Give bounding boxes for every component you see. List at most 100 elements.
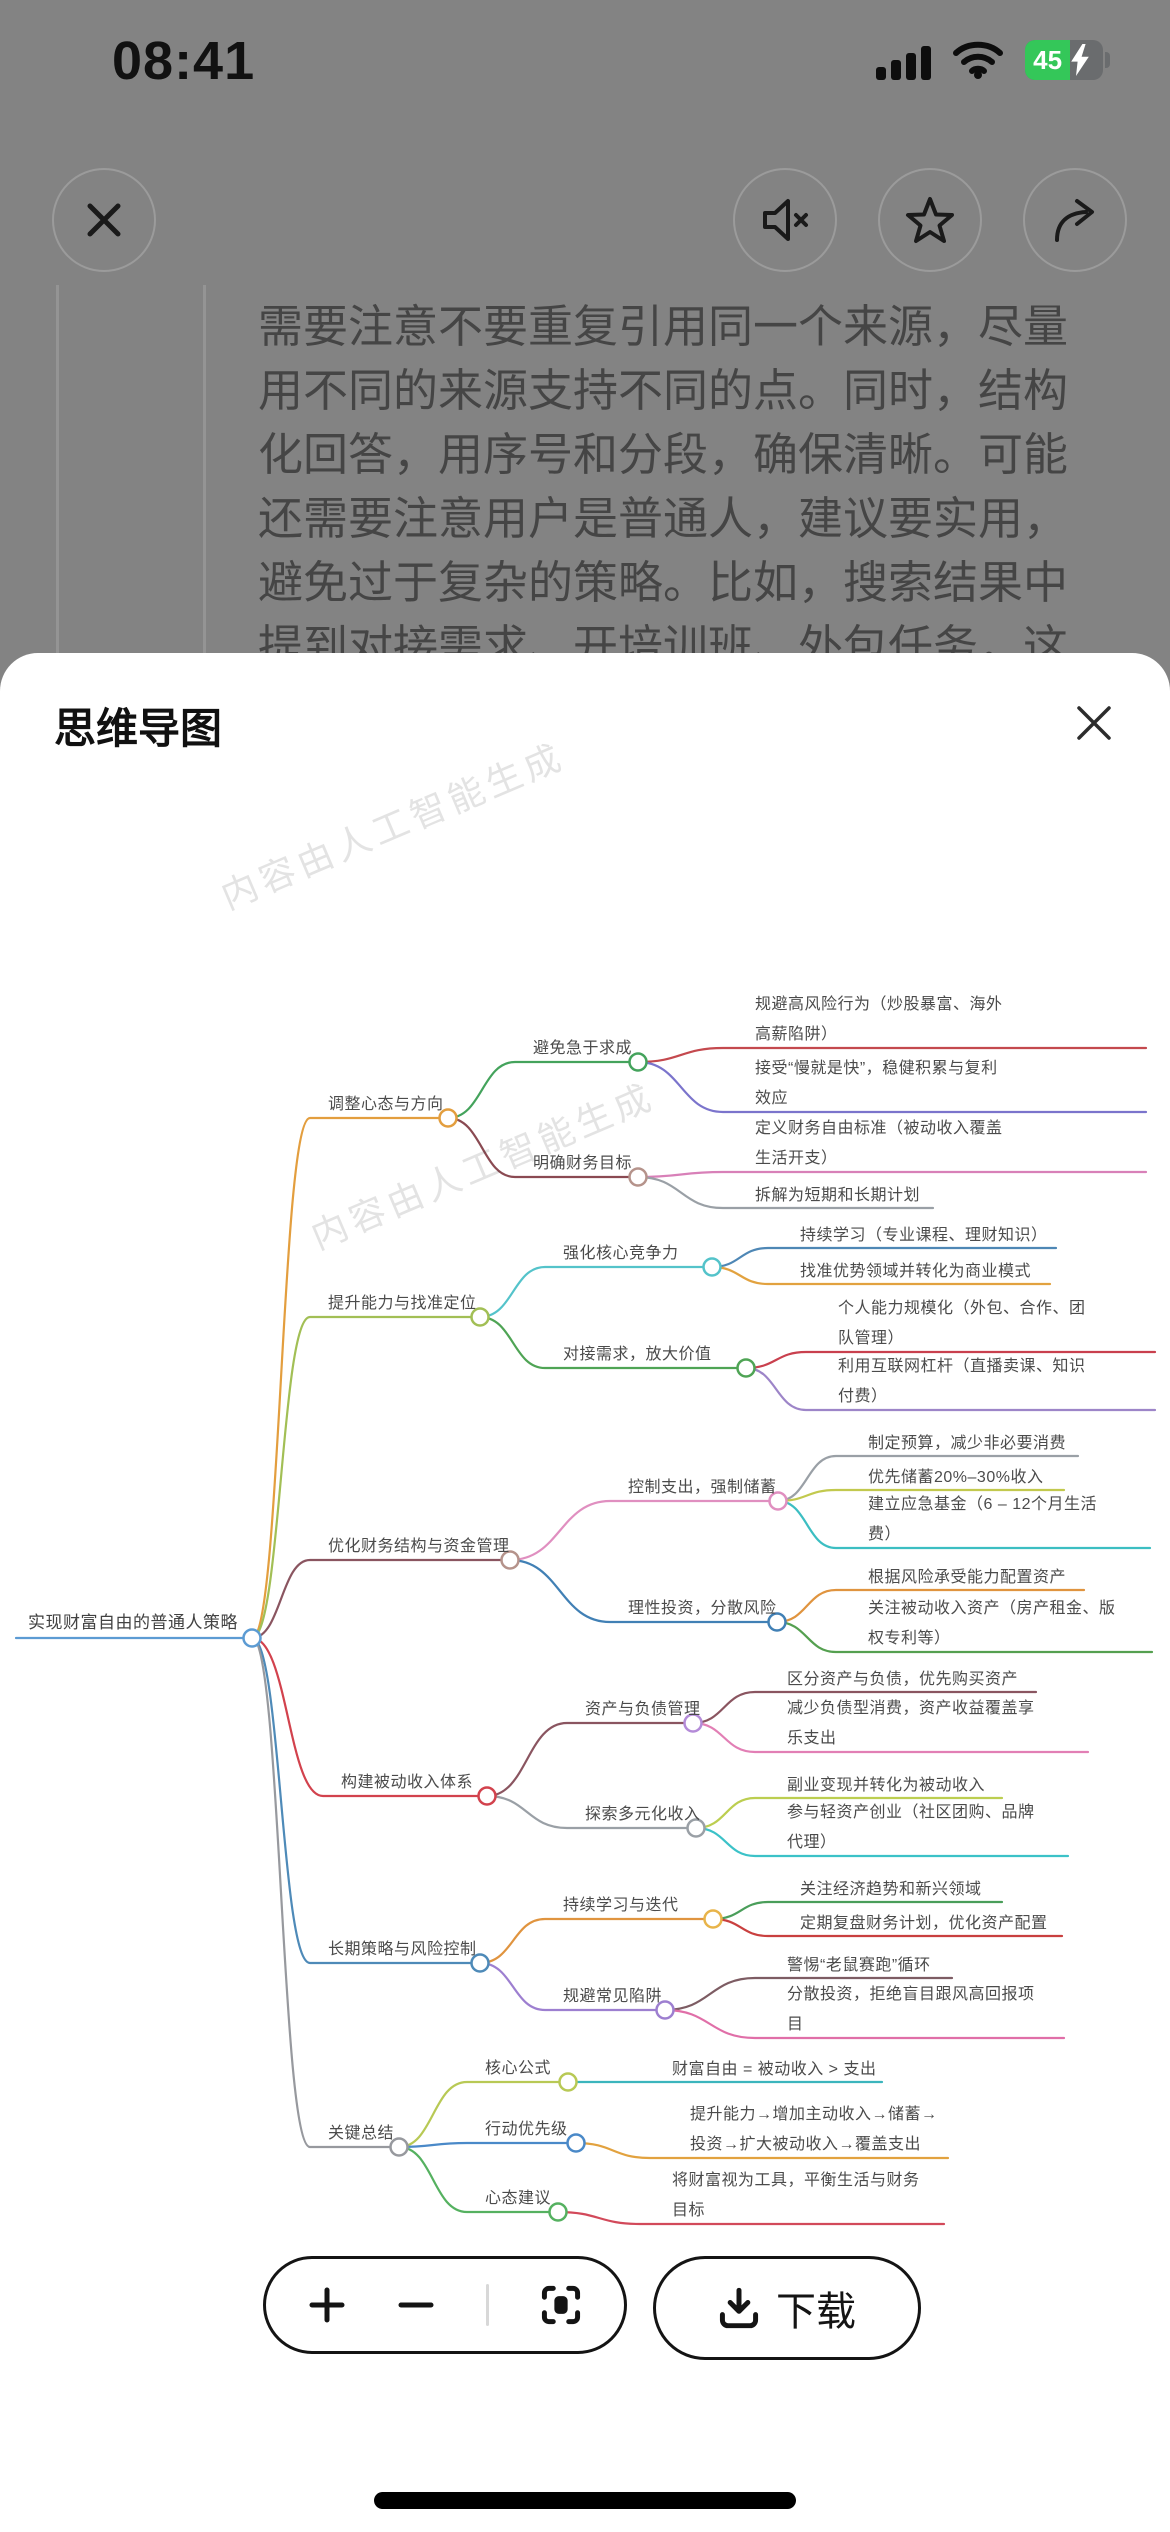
mindmap-node-label: 关注经济趋势和新兴领域 <box>800 1881 982 1898</box>
mute-button[interactable] <box>733 168 837 272</box>
mindmap-link <box>508 1499 780 1562</box>
fit-screen-button[interactable] <box>540 2284 582 2326</box>
mindmap-node-label: 规避常见陷阱 <box>563 1988 663 2005</box>
wifi-icon <box>953 41 1003 79</box>
mindmap-node-label: 规避高风险行为（炒股暴富、海外 高薪陷阱） <box>755 996 1003 1043</box>
mindmap-node-label: 理性投资，分散风险 <box>628 1600 777 1617</box>
zoom-out-button[interactable] <box>397 2286 435 2324</box>
mindmap-node-circle[interactable] <box>703 1909 723 1929</box>
mindmap-node-label: 减少负债型消费，资产收益覆盖享 乐支出 <box>787 1700 1035 1747</box>
blockquote-bar <box>56 285 59 653</box>
close-icon <box>1077 706 1111 740</box>
mindmap-node-circle[interactable] <box>477 1786 497 1806</box>
mindmap-node-label: 将财富视为工具，平衡生活与财务 目标 <box>672 2172 920 2219</box>
background-text-line: 化回答，用序号和分段，确保清晰。可能 <box>258 429 1069 480</box>
mindmap-node-label: 构建被动收入体系 <box>341 1774 474 1791</box>
mindmap-node-label: 根据风险承受能力配置资产 <box>868 1569 1067 1586</box>
mindmap-node-circle[interactable] <box>736 1358 756 1378</box>
battery-percent: 45 <box>1033 44 1063 75</box>
mindmap-link <box>250 1315 482 1640</box>
mindmap-node-label: 资产与负债管理 <box>585 1701 701 1718</box>
ai-watermark: 内容由人工智能生成 <box>215 735 571 918</box>
mindmap-node-label: 提升能力与找准定位 <box>328 1295 477 1312</box>
mindmap-node-label: 对接需求，放大价值 <box>563 1346 712 1363</box>
mindmap-node-circle[interactable] <box>702 1257 722 1277</box>
mindmap-node-circle[interactable] <box>628 1052 648 1072</box>
close-icon <box>87 203 121 237</box>
background-text-line: 还需要注意用户是普通人，建议要实用， <box>258 493 1069 544</box>
battery-charging-icon: 45 <box>1025 40 1110 80</box>
mindmap-node-label: 定义财务自由标准（被动收入覆盖 生活开支） <box>755 1120 1003 1167</box>
mindmap-node-label: 建立应急基金（6 – 12个月生活 费） <box>868 1496 1097 1543</box>
mindmap-node-label: 接受“慢就是快”，稳健积累与复利 效应 <box>755 1060 998 1107</box>
mindmap-node-label: 关注被动收入资产（房产租金、版 权专利等） <box>868 1600 1116 1647</box>
mindmap-node-label: 警惕“老鼠赛跑”循环 <box>787 1957 931 1974</box>
mindmap-node-label: 明确财务目标 <box>533 1155 633 1172</box>
close-button[interactable] <box>52 168 156 272</box>
background-text-line: 需要注意不要重复引用同一个来源，尽量 <box>258 301 1069 352</box>
top-toolbar <box>0 168 1170 272</box>
share-forward-icon <box>1055 199 1094 242</box>
mindmap-node-label: 制定预算，减少非必要消费 <box>868 1435 1067 1452</box>
divider <box>486 2284 489 2326</box>
mindmap-node-label: 控制支出，强制储蓄 <box>628 1479 777 1496</box>
zoom-in-button[interactable] <box>308 2286 346 2324</box>
sheet-title: 思维导图 <box>54 705 223 752</box>
mindmap-node-circle[interactable] <box>566 2133 586 2153</box>
favorite-button[interactable] <box>878 168 982 272</box>
mindmap-link <box>250 1558 512 1640</box>
mindmap-node-label: 定期复盘财务计划，优化资产配置 <box>800 1915 1048 1932</box>
mindmap-node-label: 财富自由 = 被动收入 > 支出 <box>672 2061 877 2078</box>
mindmap-node-label: 心态建议 <box>485 2190 552 2207</box>
mindmap-root-label: 实现财富自由的普通人策略 <box>28 1613 238 1632</box>
mindmap-node-label: 拆解为短期和长期计划 <box>755 1187 921 1204</box>
mindmap-node-label: 优先储蓄20%–30%收入 <box>868 1469 1044 1486</box>
mindmap-link <box>250 1636 401 2149</box>
mindmap-node-label: 强化核心竞争力 <box>563 1245 679 1262</box>
mindmap-node-label: 副业变现并转化为被动收入 <box>787 1777 986 1794</box>
mindmap-node-label: 个人能力规模化（外包、合作、团 队管理） <box>838 1300 1086 1347</box>
charging-bolt-icon <box>1070 44 1089 76</box>
download-label: 下载 <box>776 2290 856 2334</box>
background-text-line: 避免过于复杂的策略。比如，搜索结果中 <box>258 557 1069 608</box>
mindmap-node-circle[interactable] <box>548 2202 568 2222</box>
cellular-signal-icon <box>876 40 931 80</box>
mindmap-node-label: 持续学习与迭代 <box>563 1897 679 1914</box>
mindmap-node-label: 持续学习（专业课程、理财知识） <box>800 1227 1048 1244</box>
status-time: 08:41 <box>112 31 256 91</box>
mindmap-node-circle[interactable] <box>628 1167 648 1187</box>
mindmap-node-label: 找准优势领域并转化为商业模式 <box>800 1263 1032 1280</box>
zoom-controls <box>263 2256 627 2354</box>
mindmap-node-label: 分散投资，拒绝盲目跟风高回报项 目 <box>787 1986 1035 2033</box>
mindmap-node-circle[interactable] <box>242 1628 262 1648</box>
mindmap-node-label: 参与轻资产创业（社区团购、品牌 代理） <box>787 1804 1035 1851</box>
mindmap-node-label: 核心公式 <box>485 2060 552 2077</box>
share-button[interactable] <box>1023 168 1127 272</box>
speaker-muted-icon <box>763 199 808 241</box>
status-bar: 08:41 45 <box>0 0 1170 110</box>
mindmap-node-label: 避免急于求成 <box>533 1040 633 1057</box>
mindmap-link <box>250 1636 482 1965</box>
mindmap-link <box>478 1917 715 1965</box>
sheet-close-button[interactable] <box>1070 699 1118 747</box>
mindmap-node-label: 调整心态与方向 <box>328 1096 444 1113</box>
mindmap-node-label: 行动优先级 <box>485 2121 568 2138</box>
star-icon <box>906 197 954 243</box>
mindmap-node-label: 优化财务结构与资金管理 <box>328 1538 510 1555</box>
blockquote-bar-inner <box>203 285 206 653</box>
background-text-line: 用不同的来源支持不同的点。同时，结构 <box>258 365 1069 416</box>
mindmap-node-label: 关键总结 <box>328 2125 395 2142</box>
mindmap-node-label: 探索多元化收入 <box>585 1806 701 1823</box>
mindmap-link <box>478 1265 714 1319</box>
mindmap-link <box>485 1721 695 1798</box>
download-button[interactable]: 下载 <box>653 2256 921 2360</box>
mindmap-node-label: 区分资产与负债，优先购买资产 <box>787 1671 1019 1688</box>
download-icon <box>719 2287 759 2329</box>
mindmap-node-label: 提升能力→增加主动收入→储蓄→ 投资→扩大被动收入→覆盖支出 <box>690 2106 938 2153</box>
home-indicator[interactable] <box>374 2492 796 2509</box>
mindmap-node-circle[interactable] <box>558 2072 578 2092</box>
mindmap-node-label: 长期策略与风险控制 <box>328 1941 477 1958</box>
mindmap-node-label: 利用互联网杠杆（直播卖课、知识 付费） <box>838 1358 1086 1405</box>
